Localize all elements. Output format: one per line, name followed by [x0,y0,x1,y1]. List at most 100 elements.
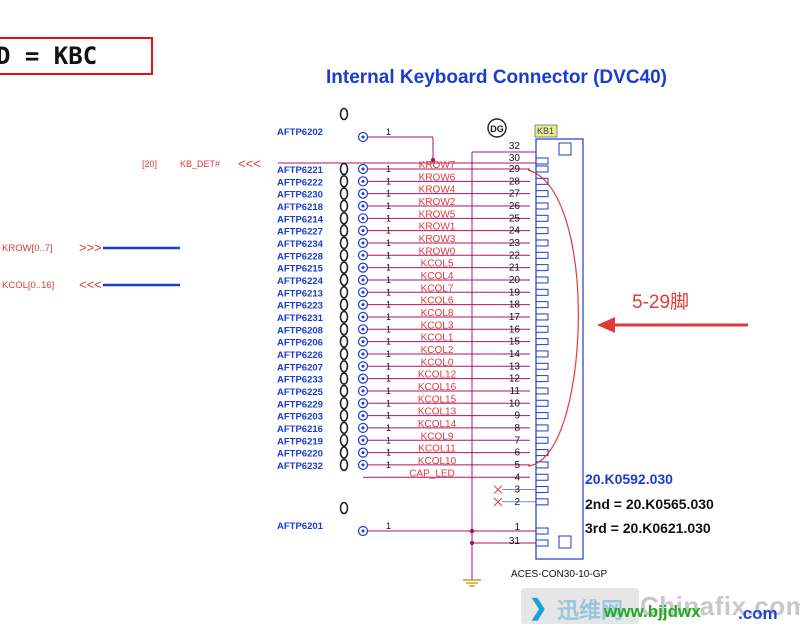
connector-pin-number: 13 [509,361,521,372]
tp-marker-icon [339,396,349,410]
tp-marker-icon [339,261,349,274]
connector-pin-number: 22 [509,250,521,261]
connector-pin-stub [535,239,549,247]
connector-pin-stub [535,412,549,420]
kbdet-page-ref: [20] [142,159,157,169]
watermark-url-green: www.bjjdwx [604,602,701,621]
connector-pin-stub [535,301,549,309]
connector-pin-number: 14 [509,349,521,360]
connector-title: Internal Keyboard Connector (DVC40) [326,67,667,88]
tp-marker-icon [339,433,349,447]
test-point-icon-dot [361,327,365,331]
watermark-brand-en: Chinafix.com [640,591,800,621]
tp-marker-icon [339,384,349,398]
connector-pin-number: 25 [509,213,521,224]
connector-pin-stub [535,424,549,432]
net-label: KCOL16 [418,382,457,393]
test-point-icon-dot [361,216,365,220]
tp-pin-number: 1 [386,263,391,273]
dg-mark-icon [487,118,507,138]
connector-pin-number: 20 [509,275,521,286]
test-point-icon-dot [361,253,365,257]
test-point-icon-dot [361,340,365,344]
tp-label: AFTP6216 [277,424,323,435]
tp-label: AFTP6208 [277,325,323,336]
net-label: KCOL9 [421,431,454,442]
test-point-icon-dot [361,377,365,381]
tp-label: AFTP6226 [277,350,323,361]
junction-dot [469,528,475,534]
tp-pin-number: 1 [386,361,391,371]
connector-pin-stub [535,350,549,358]
part-number-second: 2nd = 20.K0565.030 [585,496,714,512]
tp-marker-icon [339,501,349,515]
tp-label: AFTP6218 [277,202,323,213]
connector-pin-number: 16 [509,324,521,335]
connector-pin-stub [535,313,549,321]
tp-marker-icon [339,335,349,348]
tp-pin-number: 1 [386,521,391,531]
test-point-icon-dot [361,204,365,208]
tp-pin-number: 1 [386,176,391,186]
connector-pin-number: 30 [509,153,521,164]
tp-marker-icon [339,285,349,299]
connector-pin-number: 1 [514,522,520,533]
net-label: KROW2 [419,197,456,208]
connector-pin-number: 19 [509,287,521,298]
tp-pin-number: 1 [386,189,391,199]
test-point-icon-dot [361,352,365,356]
net-label: KCOL5 [421,259,454,270]
test-point-icon-dot [361,278,365,282]
connector-pin-number: 26 [509,201,521,212]
kbc-banner: D = KBC [0,37,153,75]
tp-marker-icon [339,273,349,287]
connector-pin-stub [535,190,549,198]
tp-pin-number: 1 [386,398,391,408]
connector-pin-number: 32 [509,141,521,152]
footprint-label: ACES-CON30-10-GP [511,569,608,580]
connector-mount-bottom [558,535,572,549]
connector-pin-stub [535,202,549,210]
no-connect-icon [493,485,503,494]
connector-pin-stub [535,539,549,547]
tp-pin-number: 1 [386,423,391,433]
tp-label: AFTP6222 [277,177,323,188]
net-label: KROW7 [419,160,456,171]
tp-pin-number: 1 [386,300,391,310]
connector-pin-stub [535,461,549,469]
tp-pin-number: 1 [386,287,391,297]
watermark-arrow-icon: ❯ [529,595,548,620]
connector-pin-number: 3 [514,485,520,496]
connector-pin-stub [535,387,549,395]
connector-pin-stub [535,251,549,259]
net-label: KCOL15 [418,394,457,405]
connector-pin-stub [535,486,549,494]
ref-designator-bg [534,124,558,138]
connector-pin-stub [535,227,549,235]
tp-pin-number: 1 [386,226,391,236]
kbdet-arrows-icon: <<< [238,156,261,171]
tp-pin-number: 1 [386,374,391,384]
net-label: KCOL13 [418,407,457,418]
tp-label: AFTP6202 [277,127,323,138]
net-label: KCOL6 [421,296,454,307]
test-point-icon-dot [361,135,365,139]
connector-pin-number: 6 [514,448,520,459]
tp-label: AFTP6225 [277,387,324,398]
connector-pin-number: 23 [509,238,521,249]
highlight-bracket [527,169,579,467]
net-label: CAP_LED [409,468,455,479]
tp-label: AFTP6228 [277,251,323,262]
tp-marker-icon [339,458,349,472]
tp-marker-icon [339,187,349,200]
test-point-icon-dot [361,266,365,270]
connector-pin-number: 24 [509,226,521,237]
test-point-icon-dot [361,426,365,430]
connector-pin-number: 27 [509,189,521,200]
test-point-icon-dot [361,364,365,368]
tp-label: AFTP6234 [277,239,324,250]
tp-label: AFTP6201 [277,521,324,532]
tp-pin-number: 1 [386,213,391,223]
net-label: KCOL4 [421,271,454,282]
